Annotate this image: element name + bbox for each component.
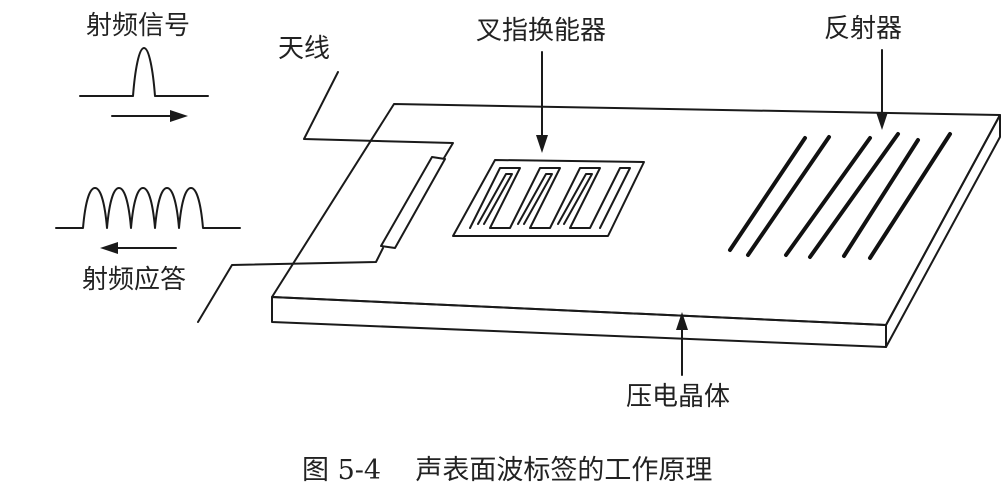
pointer-arrows [536,49,888,376]
substrate-front-face [271,296,887,348]
interdigital-transducer [452,159,645,237]
rf-signal-waveform [79,47,209,97]
reflector-label: 反射器 [824,14,902,44]
substrate-side-face [885,114,1001,348]
idt-label: 叉指换能器 [476,16,606,46]
rf-response-waveform [55,187,241,229]
antenna-lower-arm [197,247,384,323]
antenna-label: 天线 [278,34,330,64]
reflector-line [868,132,952,260]
rf-signal-pulse [79,47,209,122]
substrate-top-face [271,103,1001,326]
rf-response-label: 射频应答 [82,265,186,295]
rf-response-pulse [55,187,241,254]
idt-outline [452,159,645,237]
reflector-line [784,136,872,257]
crystal-pointer-head [676,312,688,330]
idt-pointer-head [536,135,548,153]
reflector-line [746,135,831,257]
reflector-line [728,136,807,252]
rf-signal-label: 射频信号 [86,11,190,41]
antenna-pad [380,156,446,249]
reflector-line [808,132,900,259]
rf-signal-arrow-head [170,110,188,122]
idt-fingers [469,167,631,229]
figure-caption: 图 5-4 声表面波标签的工作原理 [302,455,712,486]
reflector-line [842,138,920,258]
antenna [197,71,454,323]
piezo-crystal-label: 压电晶体 [626,382,730,412]
reflector-pointer-head [876,112,888,130]
reflector [728,132,952,260]
rf-response-arrow-head [100,242,118,254]
idt-fingers-inner [477,173,593,225]
antenna-upper-arm [303,71,454,159]
